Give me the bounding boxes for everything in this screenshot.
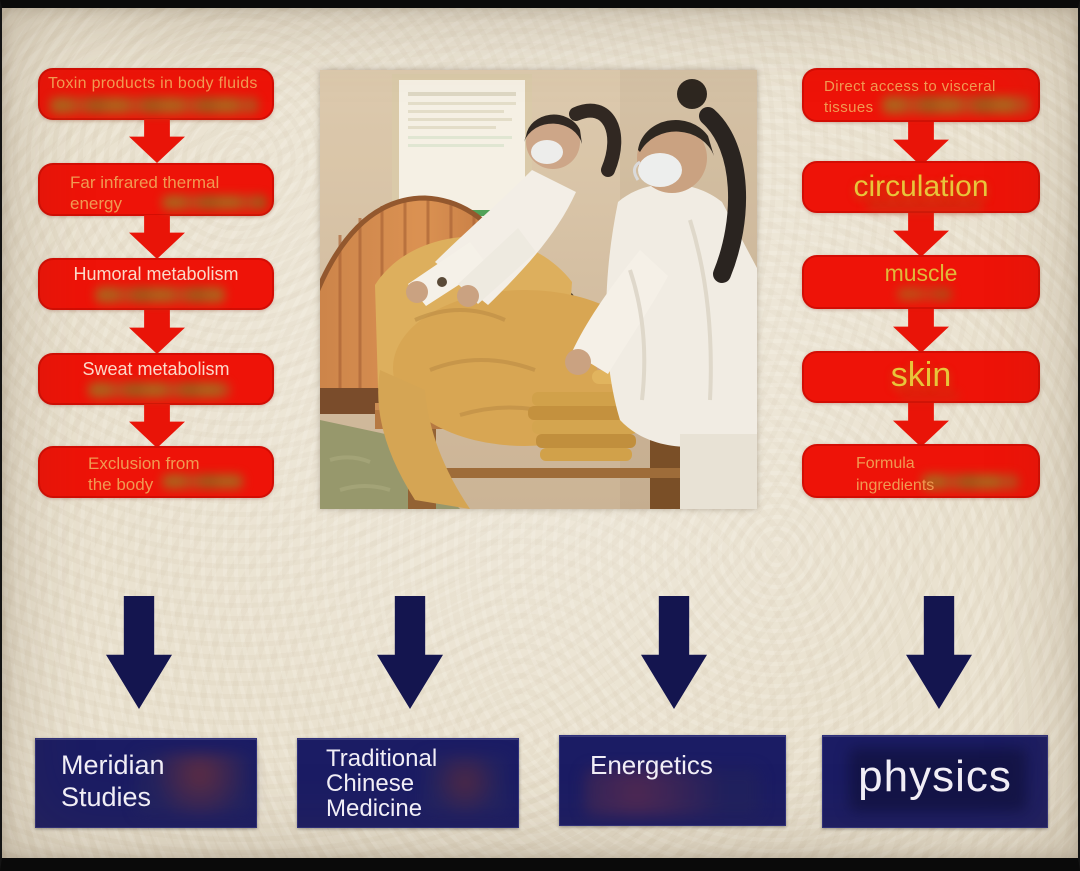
blurred-text [584, 768, 760, 816]
red-down-arrow-icon [893, 403, 949, 447]
therapist-front [565, 79, 757, 509]
navy-down-arrow-icon [641, 596, 707, 709]
discipline-physics: physics [822, 735, 1048, 828]
flow-step-muscle: muscle [802, 255, 1040, 309]
flow-step-label: muscle [884, 260, 958, 286]
blurred-text [899, 391, 959, 400]
flow-step-label: Toxin products in body fluids [48, 75, 258, 92]
flow-step-visceral-tissues: Direct access to visceral tissues [802, 68, 1040, 122]
discipline-traditional-chinese-medicine: Traditional Chinese Medicine [297, 738, 519, 828]
blurred-text [422, 755, 508, 815]
red-down-arrow-icon [129, 119, 185, 163]
blurred-text [922, 474, 1018, 490]
blurred-text [897, 287, 952, 301]
flow-step-formula-ingredients: Formula ingredients [802, 444, 1040, 498]
red-down-arrow-icon [893, 122, 949, 166]
blurred-text [50, 97, 258, 114]
flow-step-label: Far infrared thermal energy [70, 173, 220, 214]
flow-step-label: Formula ingredients [856, 455, 935, 494]
flow-step-far-infrared: Far infrared thermal energy [38, 163, 274, 216]
flow-step-label: skin [890, 356, 952, 394]
discipline-label: Meridian Studies [61, 750, 165, 812]
blurred-text [882, 96, 1030, 114]
flow-step-sweat-metabolism: Sweat metabolism [38, 353, 274, 405]
blurred-text [162, 474, 244, 489]
red-down-arrow-icon [129, 215, 185, 259]
therapist-back [406, 103, 622, 307]
flow-step-label: Humoral metabolism [73, 264, 239, 284]
folded-towels [528, 392, 640, 461]
navy-down-arrow-icon [106, 596, 172, 709]
navy-down-arrow-icon [377, 596, 443, 709]
flow-step-label: Sweat metabolism [82, 359, 230, 379]
blurred-text [95, 287, 225, 303]
blurred-text [866, 200, 984, 211]
discipline-meridian-studies: Meridian Studies [35, 738, 257, 828]
flow-step-label: Exclusion from the body [88, 454, 200, 495]
flow-step-circulation: circulation [802, 161, 1040, 213]
flow-step-exclusion-body: Exclusion from the body [38, 446, 274, 498]
flow-step-toxin-products: Toxin products in body fluids [38, 68, 274, 120]
flow-step-label: Direct access to visceral tissues [824, 78, 996, 116]
flow-step-label: circulation [853, 170, 989, 203]
flow-step-humoral-metabolism: Humoral metabolism [38, 258, 274, 310]
discipline-label: Energetics [590, 750, 713, 780]
discipline-label: Traditional Chinese Medicine [326, 745, 438, 822]
blurred-text [162, 195, 267, 210]
red-down-arrow-icon [893, 213, 949, 257]
discipline-energetics: Energetics [559, 735, 786, 826]
flow-step-skin: skin [802, 351, 1040, 403]
red-down-arrow-icon [893, 309, 949, 353]
blurred-text [136, 753, 252, 815]
red-down-arrow-icon [129, 404, 185, 448]
blurred-text [849, 748, 1027, 812]
discipline-label: physics [858, 752, 1012, 801]
treatment-photo [320, 70, 757, 509]
blurred-text [88, 382, 230, 398]
navy-down-arrow-icon [906, 596, 972, 709]
red-down-arrow-icon [129, 310, 185, 354]
